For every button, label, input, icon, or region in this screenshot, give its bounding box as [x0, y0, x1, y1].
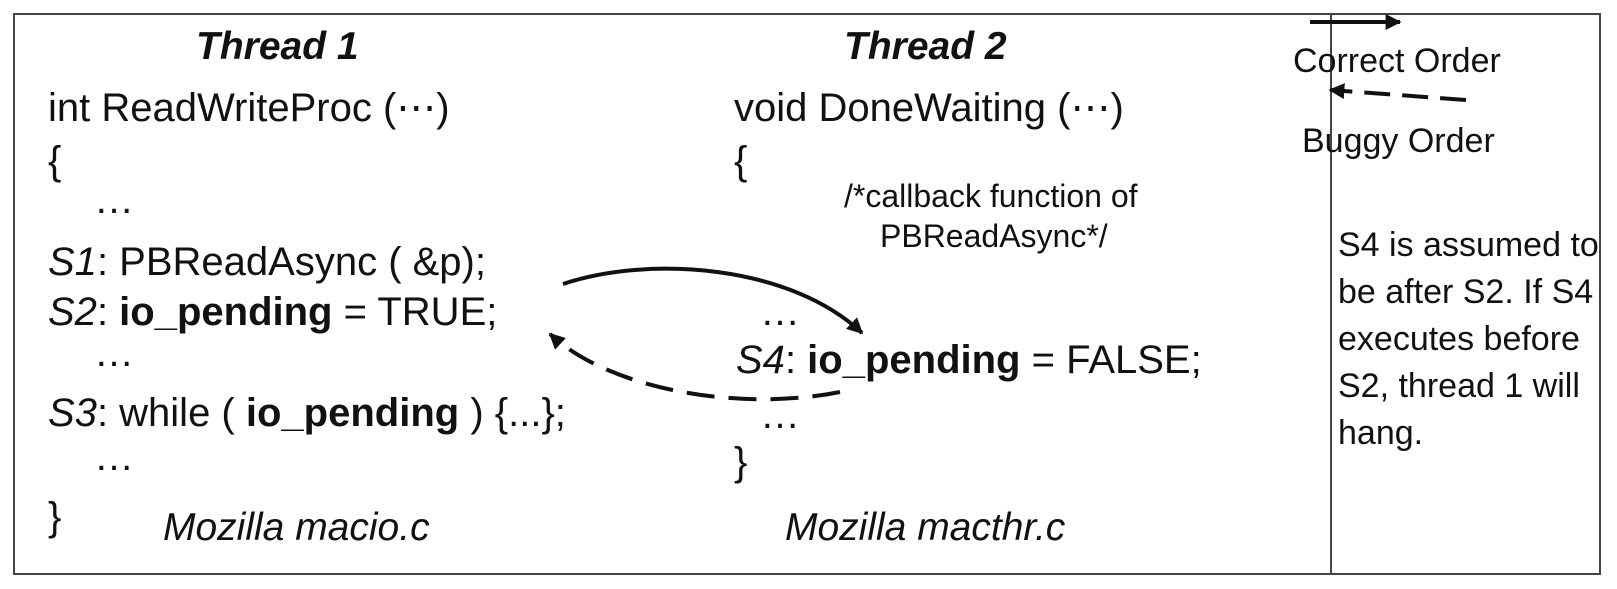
s4-separator: :	[784, 338, 808, 382]
statement-s3: S3: while ( io_pending ) {...};	[48, 393, 566, 433]
legend-note: S4 is assumed to be after S2. If S4 exec…	[1338, 226, 1599, 452]
statement-s2: S2: io_pending = TRUE;	[48, 292, 497, 332]
thread2-comment-line1: /*callback function of	[844, 178, 1138, 214]
legend-correct-label: Correct Order	[1293, 42, 1501, 80]
legend-buggy-arrow	[1328, 83, 1467, 102]
thread1-ellipsis-2: …	[94, 331, 134, 375]
thread1-ellipsis-1: …	[94, 178, 134, 222]
s4-label: S4	[736, 338, 785, 382]
thread2-open-brace: {	[734, 139, 748, 183]
s1-code: PBReadAsync ( &p);	[119, 240, 486, 284]
s2-separator: :	[96, 290, 120, 334]
s3-variable: io_pending	[245, 391, 460, 435]
s2-assignment: = TRUE;	[332, 290, 498, 334]
thread2-close-brace: }	[734, 440, 748, 484]
legend-buggy-label: Buggy Order	[1302, 122, 1495, 160]
correct-order-arrow	[562, 266, 864, 335]
s4-variable: io_pending	[807, 338, 1021, 382]
thread2-signature: void DoneWaiting (⋯)	[734, 86, 1124, 130]
thread1-caption: Mozilla macio.c	[163, 506, 430, 549]
thread2-caption: Mozilla macthr.c	[785, 506, 1066, 549]
s3-post: ) {...};	[459, 391, 566, 435]
s3-pre: : while (	[96, 391, 246, 435]
legend-divider	[1330, 13, 1332, 575]
thread1-header: Thread 1	[196, 25, 359, 68]
s3-label: S3	[48, 391, 97, 435]
s4-assignment: = FALSE;	[1020, 338, 1202, 382]
s2-label: S2	[48, 290, 97, 334]
thread1-ellipsis-3: …	[94, 435, 134, 479]
statement-s4: S4: io_pending = FALSE;	[736, 340, 1202, 380]
s1-separator: :	[96, 240, 120, 284]
buggy-order-arrow	[548, 332, 841, 402]
figure-frame	[13, 13, 1601, 575]
statement-s1: S1: PBReadAsync ( &p);	[48, 242, 486, 282]
thread2-ellipsis-1: …	[760, 290, 800, 334]
thread1-open-brace: {	[48, 139, 62, 183]
thread2-header: Thread 2	[844, 25, 1007, 68]
thread1-signature: int ReadWriteProc (⋯)	[48, 86, 450, 130]
thread1-close-brace: }	[48, 495, 62, 539]
thread2-comment-line2: PBReadAsync*/	[880, 218, 1108, 254]
thread2-ellipsis-2: …	[760, 393, 800, 437]
s2-variable: io_pending	[119, 290, 333, 334]
s1-label: S1	[48, 240, 97, 284]
